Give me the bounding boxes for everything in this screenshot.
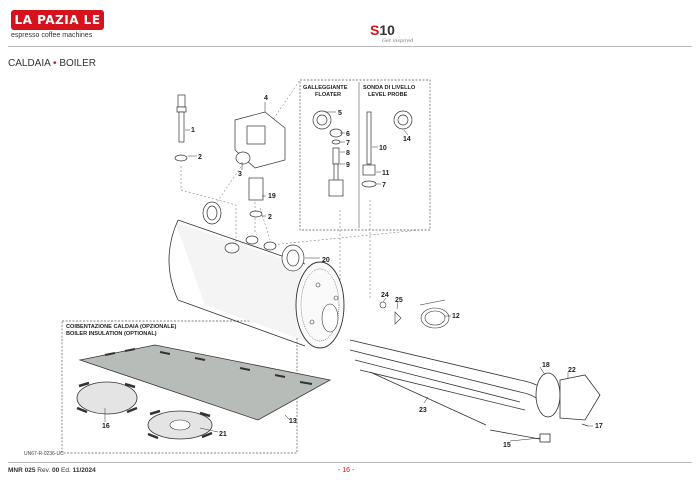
callout-20: 20 (322, 257, 330, 264)
callout-17: 17 (595, 423, 603, 430)
footer-divider (8, 462, 692, 463)
insulation-disc (76, 381, 138, 415)
callout-21: 21 (219, 431, 227, 438)
probe-label-en: LEVEL PROBE (368, 92, 408, 98)
page-title: CALDAIA • BOILER (8, 58, 97, 69)
callout-22: 22 (568, 367, 576, 374)
floater-label-it: GALLEGGIANTE (303, 85, 348, 91)
insulation-label-en: BOILER INSULATION (OPTIONAL) (66, 331, 157, 337)
floater-label-en: FLOATER (315, 92, 341, 98)
pressure-part (248, 177, 264, 218)
boiler-body (168, 219, 345, 350)
leader-lines (104, 102, 593, 442)
callout-10: 10 (379, 145, 387, 152)
insulation-label-it: COIBENTAZIONE CALDAIA (OPZIONALE) (66, 324, 176, 330)
page-number: - 16 - (338, 467, 355, 474)
callout-2a: 2 (198, 154, 202, 161)
drawing-code: UN67-R-0236-UC (24, 451, 64, 457)
heating-element (349, 339, 601, 421)
model-name: S10 (370, 22, 395, 38)
boiler-fittings (202, 201, 305, 272)
callout-3: 3 (238, 171, 242, 178)
callout-8: 8 (346, 150, 350, 157)
header-divider (8, 46, 692, 47)
callout-7b: 7 (382, 182, 386, 189)
callout-15: 15 (503, 442, 511, 449)
tagline: Get inspired (382, 38, 414, 44)
floater-parts (312, 110, 413, 197)
callout-18: 18 (542, 362, 550, 369)
housing-part (234, 111, 286, 169)
callout-25: 25 (395, 297, 403, 304)
floater-probe-box (299, 79, 431, 231)
callout-6: 6 (346, 131, 350, 138)
brand-subtitle: espresso coffee machines (11, 32, 93, 39)
insulation-blanket (78, 344, 332, 421)
callout-9: 9 (346, 162, 350, 169)
callout-12: 12 (452, 313, 460, 320)
probe-label-it: SONDA DI LIVELLO (363, 85, 416, 91)
callout-23: 23 (419, 407, 427, 414)
callout-13: 13 (289, 418, 297, 425)
callout-7a: 7 (346, 140, 350, 147)
callout-1: 1 (191, 127, 195, 134)
callout-24: 24 (381, 292, 389, 299)
callout-2b: 2 (268, 214, 272, 221)
callout-5: 5 (338, 110, 342, 117)
brand-logo: La Pazia Le (11, 10, 104, 30)
callout-19: 19 (268, 193, 276, 200)
footer-doc-info: MNR 025 Rev. 00 Ed. 11/2024 (8, 467, 96, 474)
callout-11: 11 (382, 170, 390, 177)
valve-part (174, 94, 188, 162)
insulation-ring (147, 409, 213, 440)
callout-16: 16 (102, 423, 110, 430)
wire-coils (419, 299, 450, 329)
callout-14: 14 (403, 136, 411, 143)
small-parts (379, 301, 402, 325)
callout-4: 4 (264, 95, 268, 102)
